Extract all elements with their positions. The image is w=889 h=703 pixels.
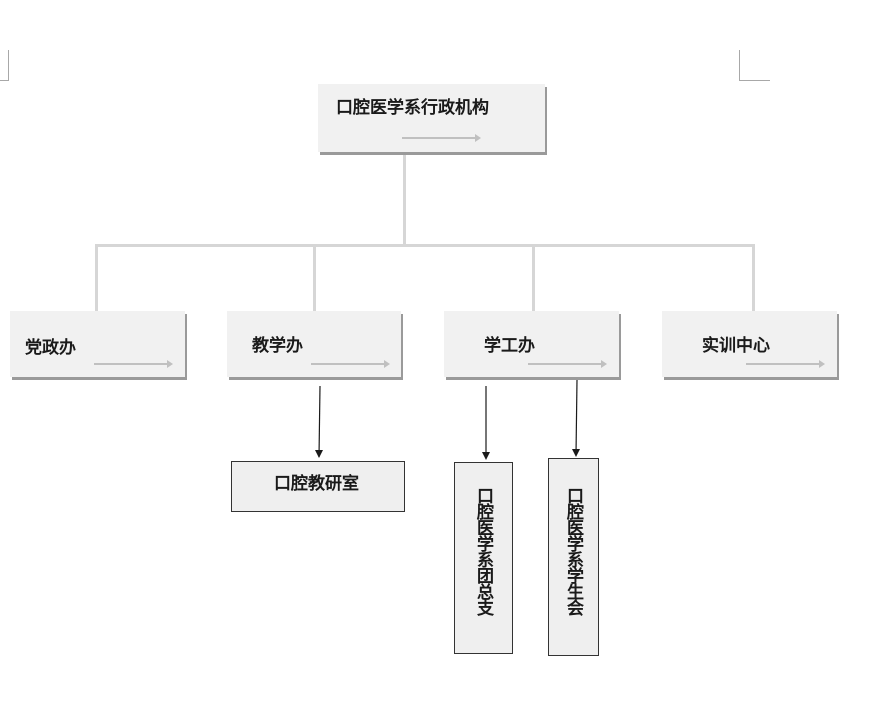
sub-unit-label: 口腔医学系团总支 [473,487,493,615]
connector-horizontal-bus [95,244,755,247]
dept-box-teaching-office: 教学办 [227,311,401,377]
arrowhead-teaching-to-research [315,450,323,458]
root-label: 口腔医学系行政机构 [336,98,489,118]
arrow-right-icon [746,360,825,368]
sub-box-oral-teaching-research: 口腔教研室 [231,461,405,512]
page-corner-mark-left [0,50,9,81]
dept-label: 学工办 [484,336,535,356]
arrow-teaching-to-research [318,385,321,458]
page-corner-mark-right [739,50,770,81]
arrowhead-student-affairs-to-student-union [572,449,580,457]
dept-box-training-center: 实训中心 [662,311,837,377]
connector-dept-3 [532,244,535,312]
dept-box-student-affairs-office: 学工办 [444,311,619,377]
sub-unit-label: 口腔教研室 [274,474,359,494]
arrow-right-icon [311,360,390,368]
arrow-right-icon [528,360,607,368]
dept-label: 党政办 [25,338,76,358]
dept-box-party-office: 党政办 [10,311,185,377]
dept-label: 实训中心 [702,336,770,356]
sub-box-student-union: 口腔医学系学生会 [548,458,599,656]
arrowhead-student-affairs-to-youth-league [482,452,490,460]
connector-dept-1 [95,244,98,312]
arrow-right-icon [402,134,481,142]
sub-unit-label: 口腔医学系学生会 [563,487,583,615]
dept-label: 教学办 [252,336,303,356]
arrow-right-icon [94,360,173,368]
connector-root-down [403,153,406,246]
root-box: 口腔医学系行政机构 [318,84,545,152]
connector-dept-4 [752,244,755,312]
sub-box-youth-league: 口腔医学系团总支 [454,462,513,654]
arrow-student-affairs-to-student-union [575,379,578,456]
connector-dept-2 [313,244,316,312]
